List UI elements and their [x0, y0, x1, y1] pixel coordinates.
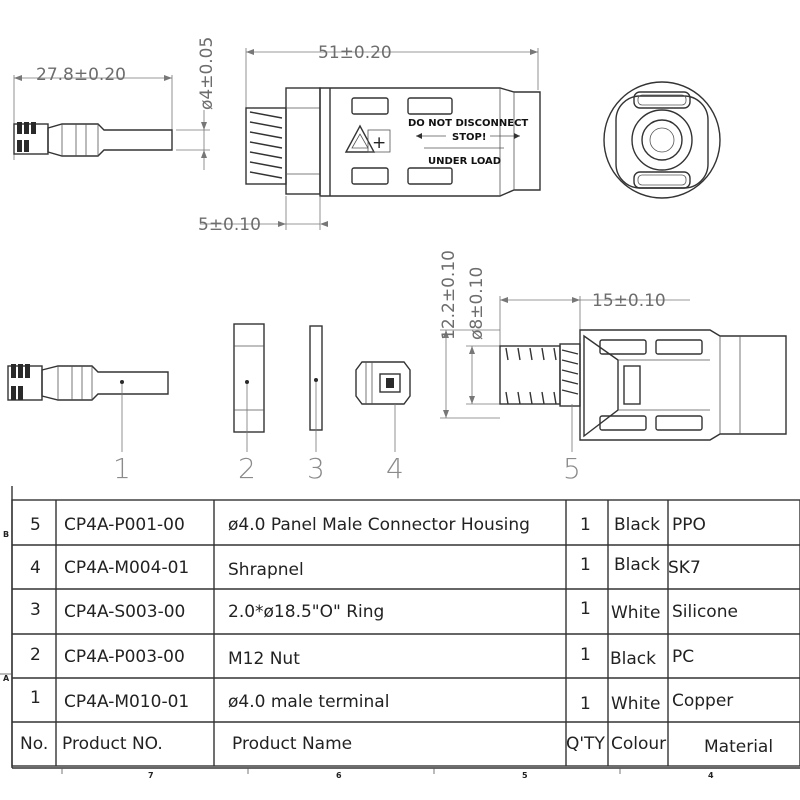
dim-housing-length: 51±0.20 — [318, 43, 392, 63]
callout-3: 3 — [307, 452, 325, 485]
cell-no: 2 — [30, 645, 41, 665]
warning-line-1: DO NOT DISCONNECT — [408, 118, 528, 129]
warning-line-3: UNDER LOAD — [428, 156, 501, 167]
cell-qty: 1 — [580, 694, 591, 714]
callout-4: 4 — [386, 452, 404, 485]
connector-assembled-view: 51±0.20 + DO NOT DISCONNECT STOP! UNDER … — [198, 43, 541, 235]
cell-product-name: Shrapnel — [228, 560, 304, 580]
header-colour: Colour — [611, 734, 666, 754]
cell-product-no: CP4A-M004-01 — [64, 558, 189, 578]
plus-symbol: + — [372, 133, 386, 153]
dim-nut-width: 5±0.10 — [198, 215, 261, 235]
cell-no: 3 — [30, 600, 41, 620]
cell-colour: Black — [610, 649, 656, 669]
cell-product-name: ø4.0 male terminal — [228, 692, 389, 712]
cell-material: Silicone — [672, 602, 738, 622]
header-no: No. — [20, 734, 48, 754]
cell-no: 5 — [30, 515, 41, 535]
header-qty: Q'TY — [566, 734, 605, 754]
cell-no: 4 — [30, 558, 41, 578]
cell-qty: 1 — [580, 645, 591, 665]
cell-product-no: CP4A-S003-00 — [64, 602, 185, 622]
part-1-terminal — [7, 364, 169, 452]
cell-colour: White — [611, 603, 660, 623]
dim-terminal-length: 27.8±0.20 — [36, 65, 126, 85]
zone-number-6: 6 — [336, 771, 342, 780]
cell-colour: Black — [614, 515, 660, 535]
zone-letter-b: B — [3, 530, 9, 539]
zone-number-4: 4 — [708, 771, 714, 780]
part-2-nut — [233, 323, 265, 452]
zone-number-5: 5 — [522, 771, 528, 780]
zone-letter-a: A — [3, 674, 10, 683]
dim-thread-inner: ø8±0.10 — [467, 267, 487, 340]
part-3-o-ring — [309, 325, 323, 452]
dim-thread-outer: 12.2±0.10 — [439, 250, 459, 340]
part-4-shrapnel — [355, 361, 411, 452]
cell-product-no: CP4A-M010-01 — [64, 692, 189, 712]
header-product-name: Product Name — [232, 734, 352, 754]
header-product-no: Product NO. — [62, 734, 163, 754]
cell-material: PPO — [672, 515, 706, 535]
terminal-top-view: 27.8±0.20 ø4±0.05 — [13, 37, 217, 170]
cell-qty: 1 — [580, 599, 591, 619]
callout-5: 5 — [563, 452, 581, 485]
header-material: Material — [704, 737, 773, 757]
cell-product-name: 2.0*ø18.5"O" Ring — [228, 602, 384, 622]
zone-number-7: 7 — [148, 771, 154, 780]
bom-table: B A 7 6 5 4 5 CP4A-P001-00 ø4.0 Panel Ma… — [0, 486, 800, 780]
cell-product-name: ø4.0 Panel Male Connector Housing — [228, 515, 530, 535]
dim-thread-length: 15±0.10 — [592, 291, 666, 311]
cell-material: SK7 — [668, 558, 701, 578]
cell-material: PC — [672, 647, 694, 667]
callout-1: 1 — [113, 452, 131, 485]
cell-product-no: CP4A-P001-00 — [64, 515, 185, 535]
cell-qty: 1 — [580, 555, 591, 575]
warning-line-2: STOP! — [452, 132, 486, 143]
cell-product-no: CP4A-P003-00 — [64, 647, 185, 667]
connector-end-view — [603, 81, 721, 199]
cell-material: Copper — [672, 691, 733, 711]
cell-product-name: M12 Nut — [228, 649, 300, 669]
callout-2: 2 — [238, 452, 256, 485]
cell-no: 1 — [30, 688, 41, 708]
part-5-panel-housing: 12.2±0.10 ø8±0.10 15±0.10 — [439, 250, 787, 452]
cell-colour: Black — [614, 555, 660, 575]
cell-colour: White — [611, 694, 660, 714]
dim-terminal-diameter: ø4±0.05 — [197, 37, 217, 110]
cell-qty: 1 — [580, 515, 591, 535]
